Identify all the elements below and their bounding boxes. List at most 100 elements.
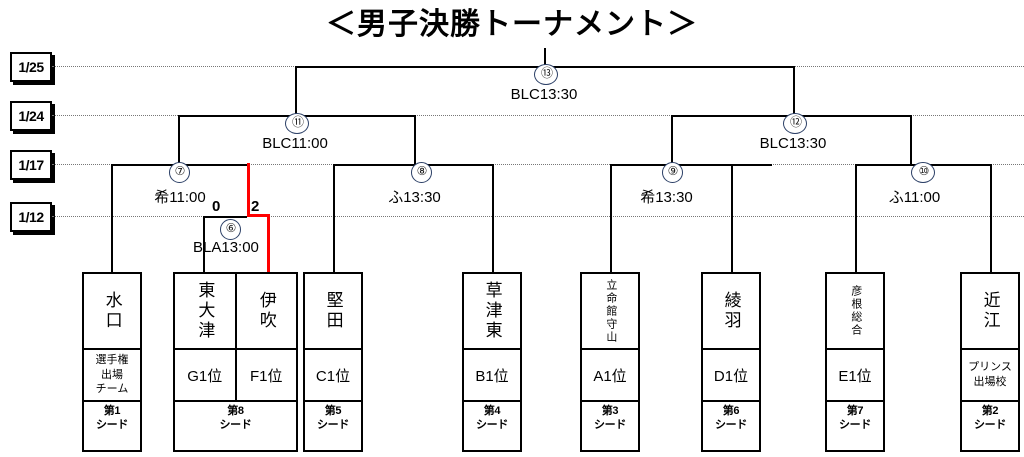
match-label-9: 希13:30 [640,189,693,206]
semi-right-leg-10 [910,115,912,164]
qf7-left-leg [111,164,113,273]
team-seed-cell: 第1 シード [84,402,140,436]
team-seed: 第5 シード [316,405,350,431]
team-name-cell: 堅田 [305,274,361,348]
team-box-hikonesogo: 彦根総合 E1位 第7 シード [825,272,885,452]
winner-path-upper-vertical [247,163,250,217]
team-name: 水口 [102,291,122,331]
page-title: ＜男子決勝トーナメント＞ [326,8,698,41]
r1-6-left-leg [203,216,205,273]
score-right: 2 [251,198,260,215]
stem-team-katata [333,250,335,274]
qf8-left-leg [333,164,335,273]
team-rank-cell: C1位 [305,350,361,400]
team-name-cell: 伊吹 [234,274,297,348]
date-chip-1-25: 1/25 [10,52,52,82]
match-node-12: ⑫ [783,113,807,134]
match-label-13: BLC13:30 [510,86,578,103]
team-name: 綾羽 [721,291,741,331]
team-rank-cell: A1位 [582,350,638,400]
match-node-8: ⑧ [411,162,432,183]
team-rank: C1位 [315,367,351,385]
team-name: 伊吹 [256,291,276,331]
team-rank-cell: プリンス 出場校 [962,350,1018,400]
match-node-9: ⑨ [662,162,683,183]
team-seed: 第4 シード [475,405,509,431]
stem-team-ayaha [731,250,733,274]
semi-right-leg-9 [671,115,673,164]
team-seed: 第6 シード [714,405,748,431]
guide-line-1-24 [52,115,1024,116]
r1-6-horizontal-left [203,216,247,218]
team-seed-cell: 第8 シード [175,402,296,436]
match-label-8: ふ13:30 [388,189,441,206]
winner-path-horizontal [247,214,269,217]
stem-team-higashiotsu [203,250,205,274]
team-box-ayaha: 綾羽 D1位 第6 シード [701,272,761,452]
team-rank: G1位 [187,367,223,385]
score-left: 0 [212,198,221,215]
team-name: 草津東 [482,281,502,341]
winner-path-lower-vertical [267,214,270,274]
team-rank: E1位 [838,367,872,385]
team-rank: 選手権 出場 チーム [95,353,129,396]
team-rank: B1位 [475,367,509,385]
stem-team-kusatsuhigashi [492,250,494,274]
semi-left-leg-8 [414,115,416,164]
qf8-right-leg [492,164,494,273]
match-node-11: ⑪ [285,113,309,134]
team-name-cell: 水口 [84,274,140,348]
match-label-6: BLA13:00 [193,239,259,256]
team-name: 堅田 [323,291,343,331]
stem-team-mizuguchi [111,250,113,274]
guide-line-1-12 [52,216,1024,217]
team-name: 立命館守山 [604,278,617,344]
team-seed-cell: 第6 シード [703,402,759,436]
match-label-12: BLC13:30 [759,135,827,152]
final-right-drop [793,66,795,115]
team-rank-cell: F1位 [234,350,297,400]
guide-line-1-17 [52,164,1024,165]
team-seed-cell: 第4 シード [464,402,520,436]
stem-team-hikonesogo [855,250,857,274]
team-seed: 第1 シード [95,405,129,431]
team-name-cell: 立命館守山 [582,274,638,348]
date-chip-1-24: 1/24 [10,101,52,131]
team-box-pair-higashiotsu-ibuki: 東大津 伊吹 G1位 F1位 第8 シード [173,272,298,452]
team-name-cell: 草津東 [464,274,520,348]
team-name: 近江 [980,291,1000,331]
match-node-6: ⑥ [220,219,241,240]
team-name-cell: 彦根総合 [827,274,883,348]
champion-stem [544,48,546,67]
team-seed-cell: 第3 シード [582,402,638,436]
qf9-left-leg [610,164,612,273]
team-rank: F1位 [249,367,283,385]
team-seed: 第3 シード [593,405,627,431]
match-node-13: ⑬ [534,64,558,85]
team-box-omi: 近江 プリンス 出場校 第2 シード [960,272,1020,452]
team-seed: 第7 シード [838,405,872,431]
team-box-katata: 堅田 C1位 第5 シード [303,272,363,452]
stem-team-ritsumeikanmoriyama [610,250,612,274]
semi-left-leg-7 [178,115,180,164]
date-chip-1-12: 1/12 [10,202,52,232]
team-rank: A1位 [593,367,627,385]
qf9-horizontal [610,164,772,166]
qf10-left-leg [855,164,857,273]
match-node-7: ⑦ [169,162,190,183]
team-rank-cell: E1位 [827,350,883,400]
team-rank-cell: 選手権 出場 チーム [84,350,140,400]
team-rank-cell: D1位 [703,350,759,400]
team-rank-cell: G1位 [175,350,235,400]
team-seed-cell: 第5 シード [305,402,361,436]
qf10-right-leg [990,164,992,273]
match-label-7: 希11:00 [154,189,206,206]
team-seed-cell: 第7 シード [827,402,883,436]
team-seed: 第2 シード [973,405,1007,431]
team-box-kusatsuhigashi: 草津東 B1位 第4 シード [462,272,522,452]
match-label-11: BLC11:00 [262,135,328,152]
team-seed-cell: 第2 シード [962,402,1018,436]
date-chip-1-17: 1/17 [10,150,52,180]
team-box-mizuguchi: 水口 選手権 出場 チーム 第1 シード [82,272,142,452]
